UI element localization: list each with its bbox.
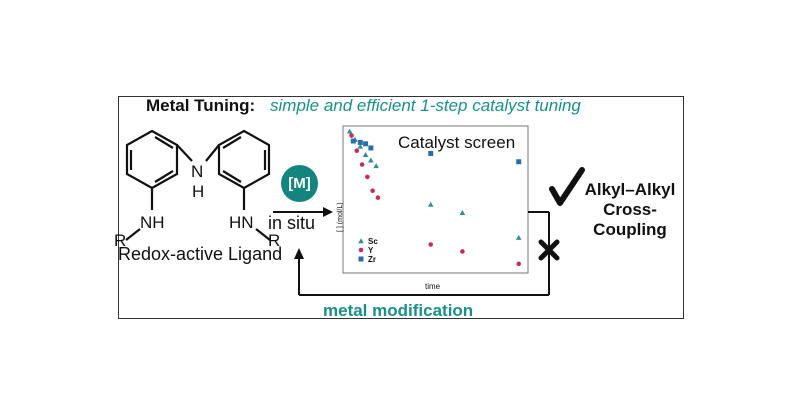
data-point-zr — [368, 145, 374, 151]
metal-modification-label: metal modification — [323, 301, 474, 320]
data-point-y — [370, 188, 375, 194]
product-label: Alkyl–Alkyl Cross- Coupling — [575, 180, 685, 240]
data-point-sc — [459, 210, 466, 215]
product-line-3: Coupling — [593, 220, 667, 239]
return-arrowhead — [294, 248, 304, 259]
chart-title: Catalyst screen — [398, 133, 515, 152]
chart-frame — [342, 125, 529, 274]
legend-label-y: Y — [368, 246, 374, 255]
title-subtitle: simple and efficient 1-step catalyst tun… — [270, 96, 581, 115]
data-point-sc — [362, 152, 369, 158]
title-bold: Metal Tuning: — [146, 96, 256, 115]
data-point-y — [516, 261, 522, 267]
metal-badge: [M] — [281, 165, 318, 202]
data-point-sc — [357, 143, 364, 149]
data-point-zr — [363, 141, 369, 147]
data-point-sc — [346, 128, 353, 134]
data-point-y — [349, 133, 354, 138]
data-point-y — [359, 162, 365, 167]
left-r-group: R — [114, 231, 126, 250]
data-point-sc — [373, 163, 379, 169]
legend-marker-zr — [358, 256, 364, 262]
data-point-y — [460, 249, 465, 254]
left-amine: NH — [140, 213, 165, 232]
legend-marker-sc — [358, 238, 364, 244]
data-point-y — [375, 195, 381, 200]
right-amine: HN — [229, 213, 254, 232]
data-point-sc — [427, 201, 434, 207]
chart-x-label: time — [425, 282, 441, 291]
forward-arrow — [273, 207, 333, 217]
bridging-nitrogen: N — [191, 162, 203, 181]
data-point-y — [428, 242, 434, 247]
data-point-y — [354, 148, 360, 153]
legend-label-zr: Zr — [368, 255, 376, 264]
data-point-zr — [516, 159, 522, 165]
diagram-frame — [118, 96, 684, 319]
chart-marks — [346, 128, 522, 267]
data-point-zr — [357, 139, 363, 145]
cross-icon — [538, 239, 560, 261]
data-point-sc — [515, 234, 522, 240]
product-line-2: Cross- — [603, 200, 657, 219]
legend-marker-y — [358, 247, 364, 253]
right-benzene-ring — [217, 129, 271, 190]
data-point-sc — [368, 157, 374, 163]
bridging-hydrogen: H — [192, 182, 204, 201]
ligand-caption: Redox-active Ligand — [118, 244, 283, 264]
legend-label-sc: Sc — [368, 237, 378, 246]
check-icon — [549, 167, 585, 206]
ligand-structure — [125, 129, 271, 241]
product-line-1: Alkyl–Alkyl — [584, 180, 676, 199]
data-point-zr — [350, 138, 356, 144]
chart-y-label: [ ] (mol/L) — [337, 202, 344, 232]
right-r-group: R — [268, 231, 280, 250]
data-point-y — [365, 174, 370, 180]
left-benzene-ring — [125, 129, 179, 190]
data-point-zr — [428, 150, 434, 156]
in-situ-label: in situ — [268, 213, 316, 233]
